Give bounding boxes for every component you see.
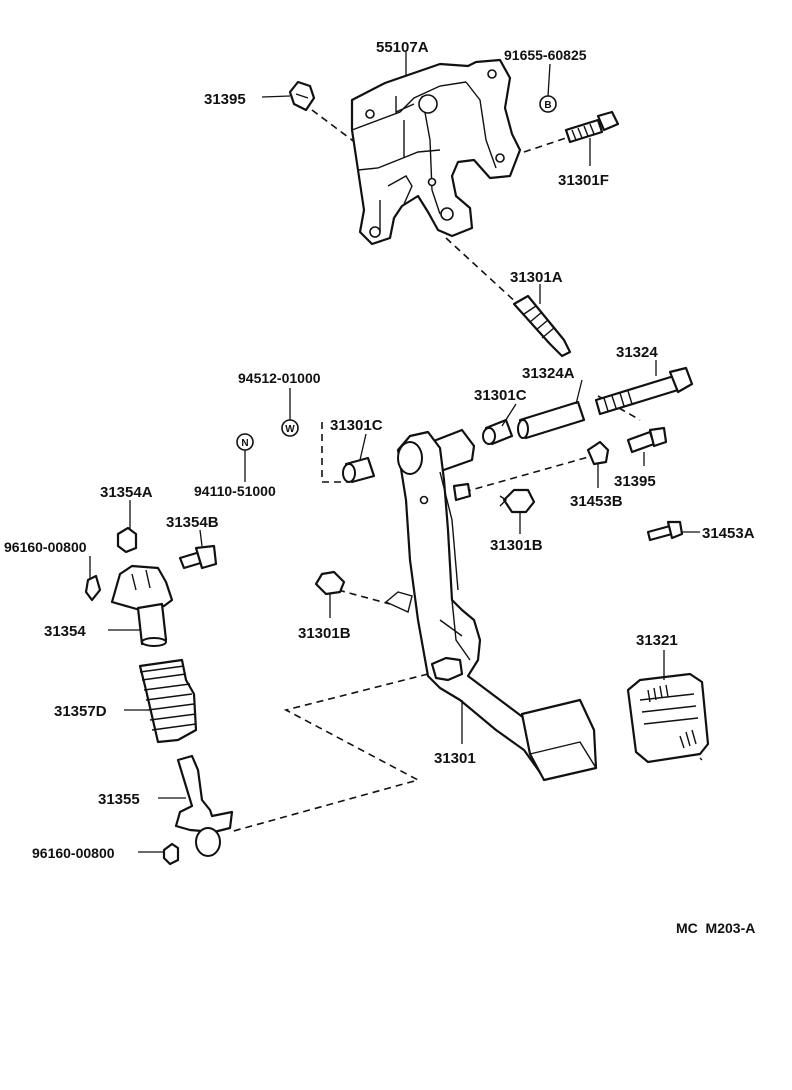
label-31324: 31324 (616, 344, 658, 361)
label-31453A: 31453A (702, 525, 755, 542)
bolt-31324 (594, 366, 694, 416)
pin-31301A (512, 294, 572, 358)
boot-31357D (138, 658, 198, 744)
label-94512-01000: 94512-01000 (238, 370, 321, 386)
label-31395-top: 31395 (204, 91, 246, 108)
part-labels: 55107A 91655-60825 31395 31301F 31301A 3… (4, 39, 755, 936)
label-31301F: 31301F (558, 172, 609, 189)
leader-lines (89, 52, 700, 853)
label-94110-51000: 94110-51000 (194, 483, 276, 499)
circle-b-symbol: B (539, 95, 557, 113)
stopper-31301B-left (314, 570, 346, 596)
bolt-31453A (646, 520, 684, 542)
clevis-31355 (174, 754, 234, 857)
drawing-code: MC M203-A (676, 920, 755, 936)
label-31301A: 31301A (510, 269, 563, 286)
label-31301C-left: 31301C (330, 417, 383, 434)
bushing-31301C-right (482, 418, 514, 446)
sleeve-31324A (517, 400, 586, 440)
label-31354: 31354 (44, 623, 86, 640)
circle-w-symbol: W (281, 419, 299, 437)
pedal-arm-31301 (384, 428, 598, 782)
pin-31354B (178, 544, 218, 570)
label-31354A: 31354A (100, 484, 153, 501)
clip-31395-top (288, 80, 316, 112)
label-31357D: 31357D (54, 703, 107, 720)
label-91655-60825: 91655-60825 (504, 47, 587, 63)
bushing-31354A (116, 526, 138, 554)
label-31321: 31321 (636, 632, 678, 649)
circle-n-symbol: N (236, 433, 254, 451)
circle-n-letter: N (241, 438, 248, 449)
assembly-dashed-lines (229, 109, 641, 833)
clip-96160-00800-top (84, 574, 102, 602)
label-96160-00800-bottom: 96160-00800 (32, 845, 115, 861)
circle-b-letter: B (544, 100, 551, 111)
label-31395-right: 31395 (614, 473, 656, 490)
label-96160-00800-top: 96160-00800 (4, 539, 87, 555)
bolt-31301F (564, 110, 620, 144)
label-31453B: 31453B (570, 493, 623, 510)
label-31301C-right: 31301C (474, 387, 527, 404)
label-55107A: 55107A (376, 39, 429, 56)
pedal-pad-31321 (626, 672, 710, 764)
label-31355: 31355 (98, 791, 140, 808)
bracket-55107A (350, 58, 522, 246)
nut-31453B (586, 440, 610, 466)
label-31301B-right: 31301B (490, 537, 543, 554)
clip-96160-00800-bottom (162, 842, 180, 866)
label-31354B: 31354B (166, 514, 219, 531)
stopper-31301B-right (499, 488, 536, 514)
bushing-31301C-left (342, 456, 376, 484)
label-31301B-left: 31301B (298, 625, 351, 642)
circle-w-letter: W (285, 424, 295, 435)
rod-31354 (110, 564, 174, 647)
clip-31395-right (626, 426, 668, 454)
label-31324A: 31324A (522, 365, 575, 382)
label-31301: 31301 (434, 750, 476, 767)
